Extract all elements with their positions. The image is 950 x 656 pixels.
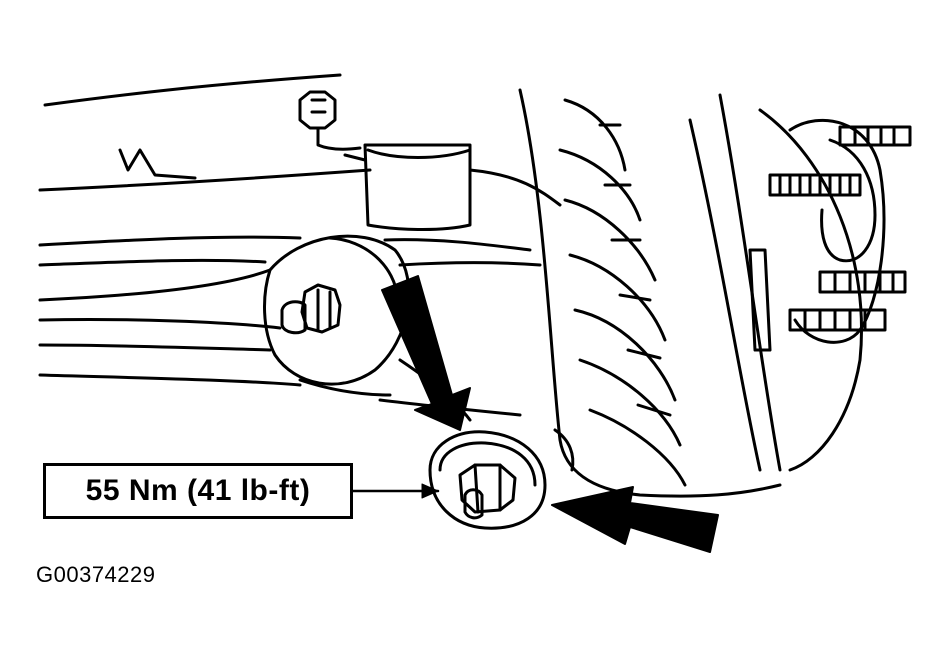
callout-leader [351,483,440,499]
pivot-nut [280,283,342,335]
lower-control-arm [38,234,472,422]
upper-mount-bolt [298,90,362,151]
figure-id: G00374229 [36,562,156,587]
wheel-studs [768,125,912,332]
torque-label: 55 Nm (41 lb-ft) [85,474,311,507]
lower-bolt [428,428,575,530]
arrow-down-icon [381,275,471,431]
tire [518,88,782,498]
chassis-lines [38,73,562,417]
bushing-housing [343,143,472,232]
torque-callout: 55 Nm (41 lb-ft) [43,463,353,519]
arrow-left-icon [551,486,719,553]
wheel-hub [748,108,886,472]
